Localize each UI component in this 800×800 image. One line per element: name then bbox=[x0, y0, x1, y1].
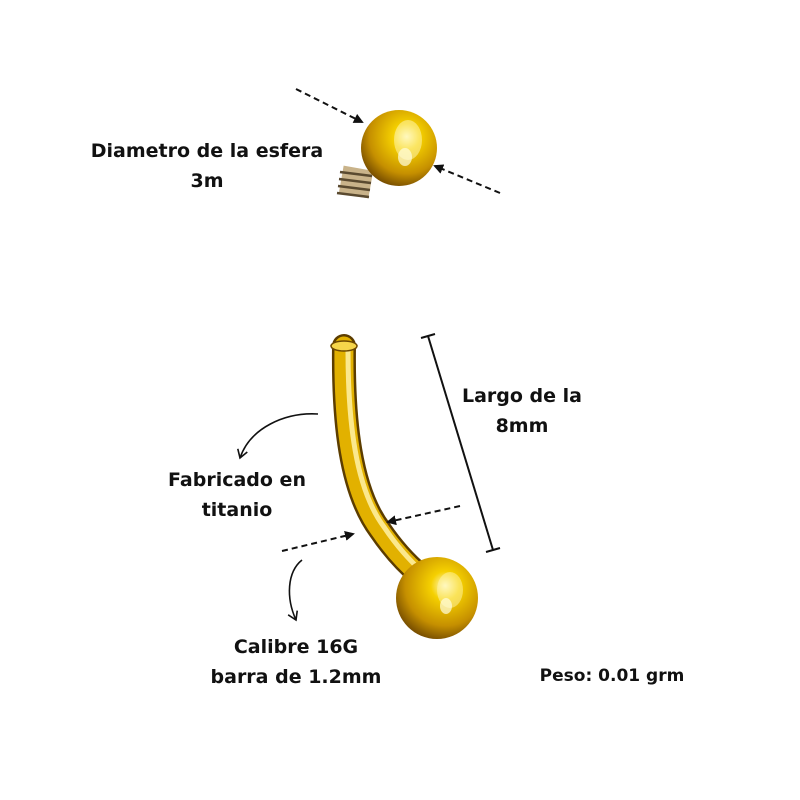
gauge-arrow-right bbox=[386, 505, 461, 526]
top-ball-part bbox=[336, 110, 437, 199]
gauge-arrow-left bbox=[281, 531, 355, 552]
bottom-ball bbox=[396, 557, 478, 639]
diameter-arrow-right bbox=[433, 164, 501, 194]
diameter-arrow-left bbox=[295, 88, 364, 123]
sphere-diameter-line1: Diametro de la esfera bbox=[90, 140, 324, 162]
sphere-diameter-label: Diametro de la esfera 3m bbox=[82, 136, 332, 196]
gauge-line2: barra de 1.2mm bbox=[210, 666, 382, 688]
length-line2: 8mm bbox=[495, 415, 549, 437]
length-label: Largo de la 8mm bbox=[452, 381, 592, 441]
material-line1: Fabricado en bbox=[168, 469, 306, 491]
material-line2: titanio bbox=[201, 499, 273, 521]
material-label: Fabricado en titanio bbox=[152, 465, 322, 525]
length-line1: Largo de la bbox=[461, 385, 582, 407]
length-measure-line bbox=[420, 333, 501, 553]
sphere-diameter-line2: 3m bbox=[190, 170, 224, 192]
screw-thread bbox=[336, 165, 374, 199]
gauge-curved-arrow bbox=[287, 559, 303, 622]
weight-text: Peso: 0.01 grm bbox=[539, 666, 685, 686]
material-curved-arrow bbox=[237, 413, 319, 460]
curved-barbell bbox=[330, 334, 478, 639]
weight-label: Peso: 0.01 grm bbox=[532, 661, 692, 691]
gauge-line1: Calibre 16G bbox=[233, 636, 359, 658]
gauge-label: Calibre 16G barra de 1.2mm bbox=[196, 632, 396, 692]
